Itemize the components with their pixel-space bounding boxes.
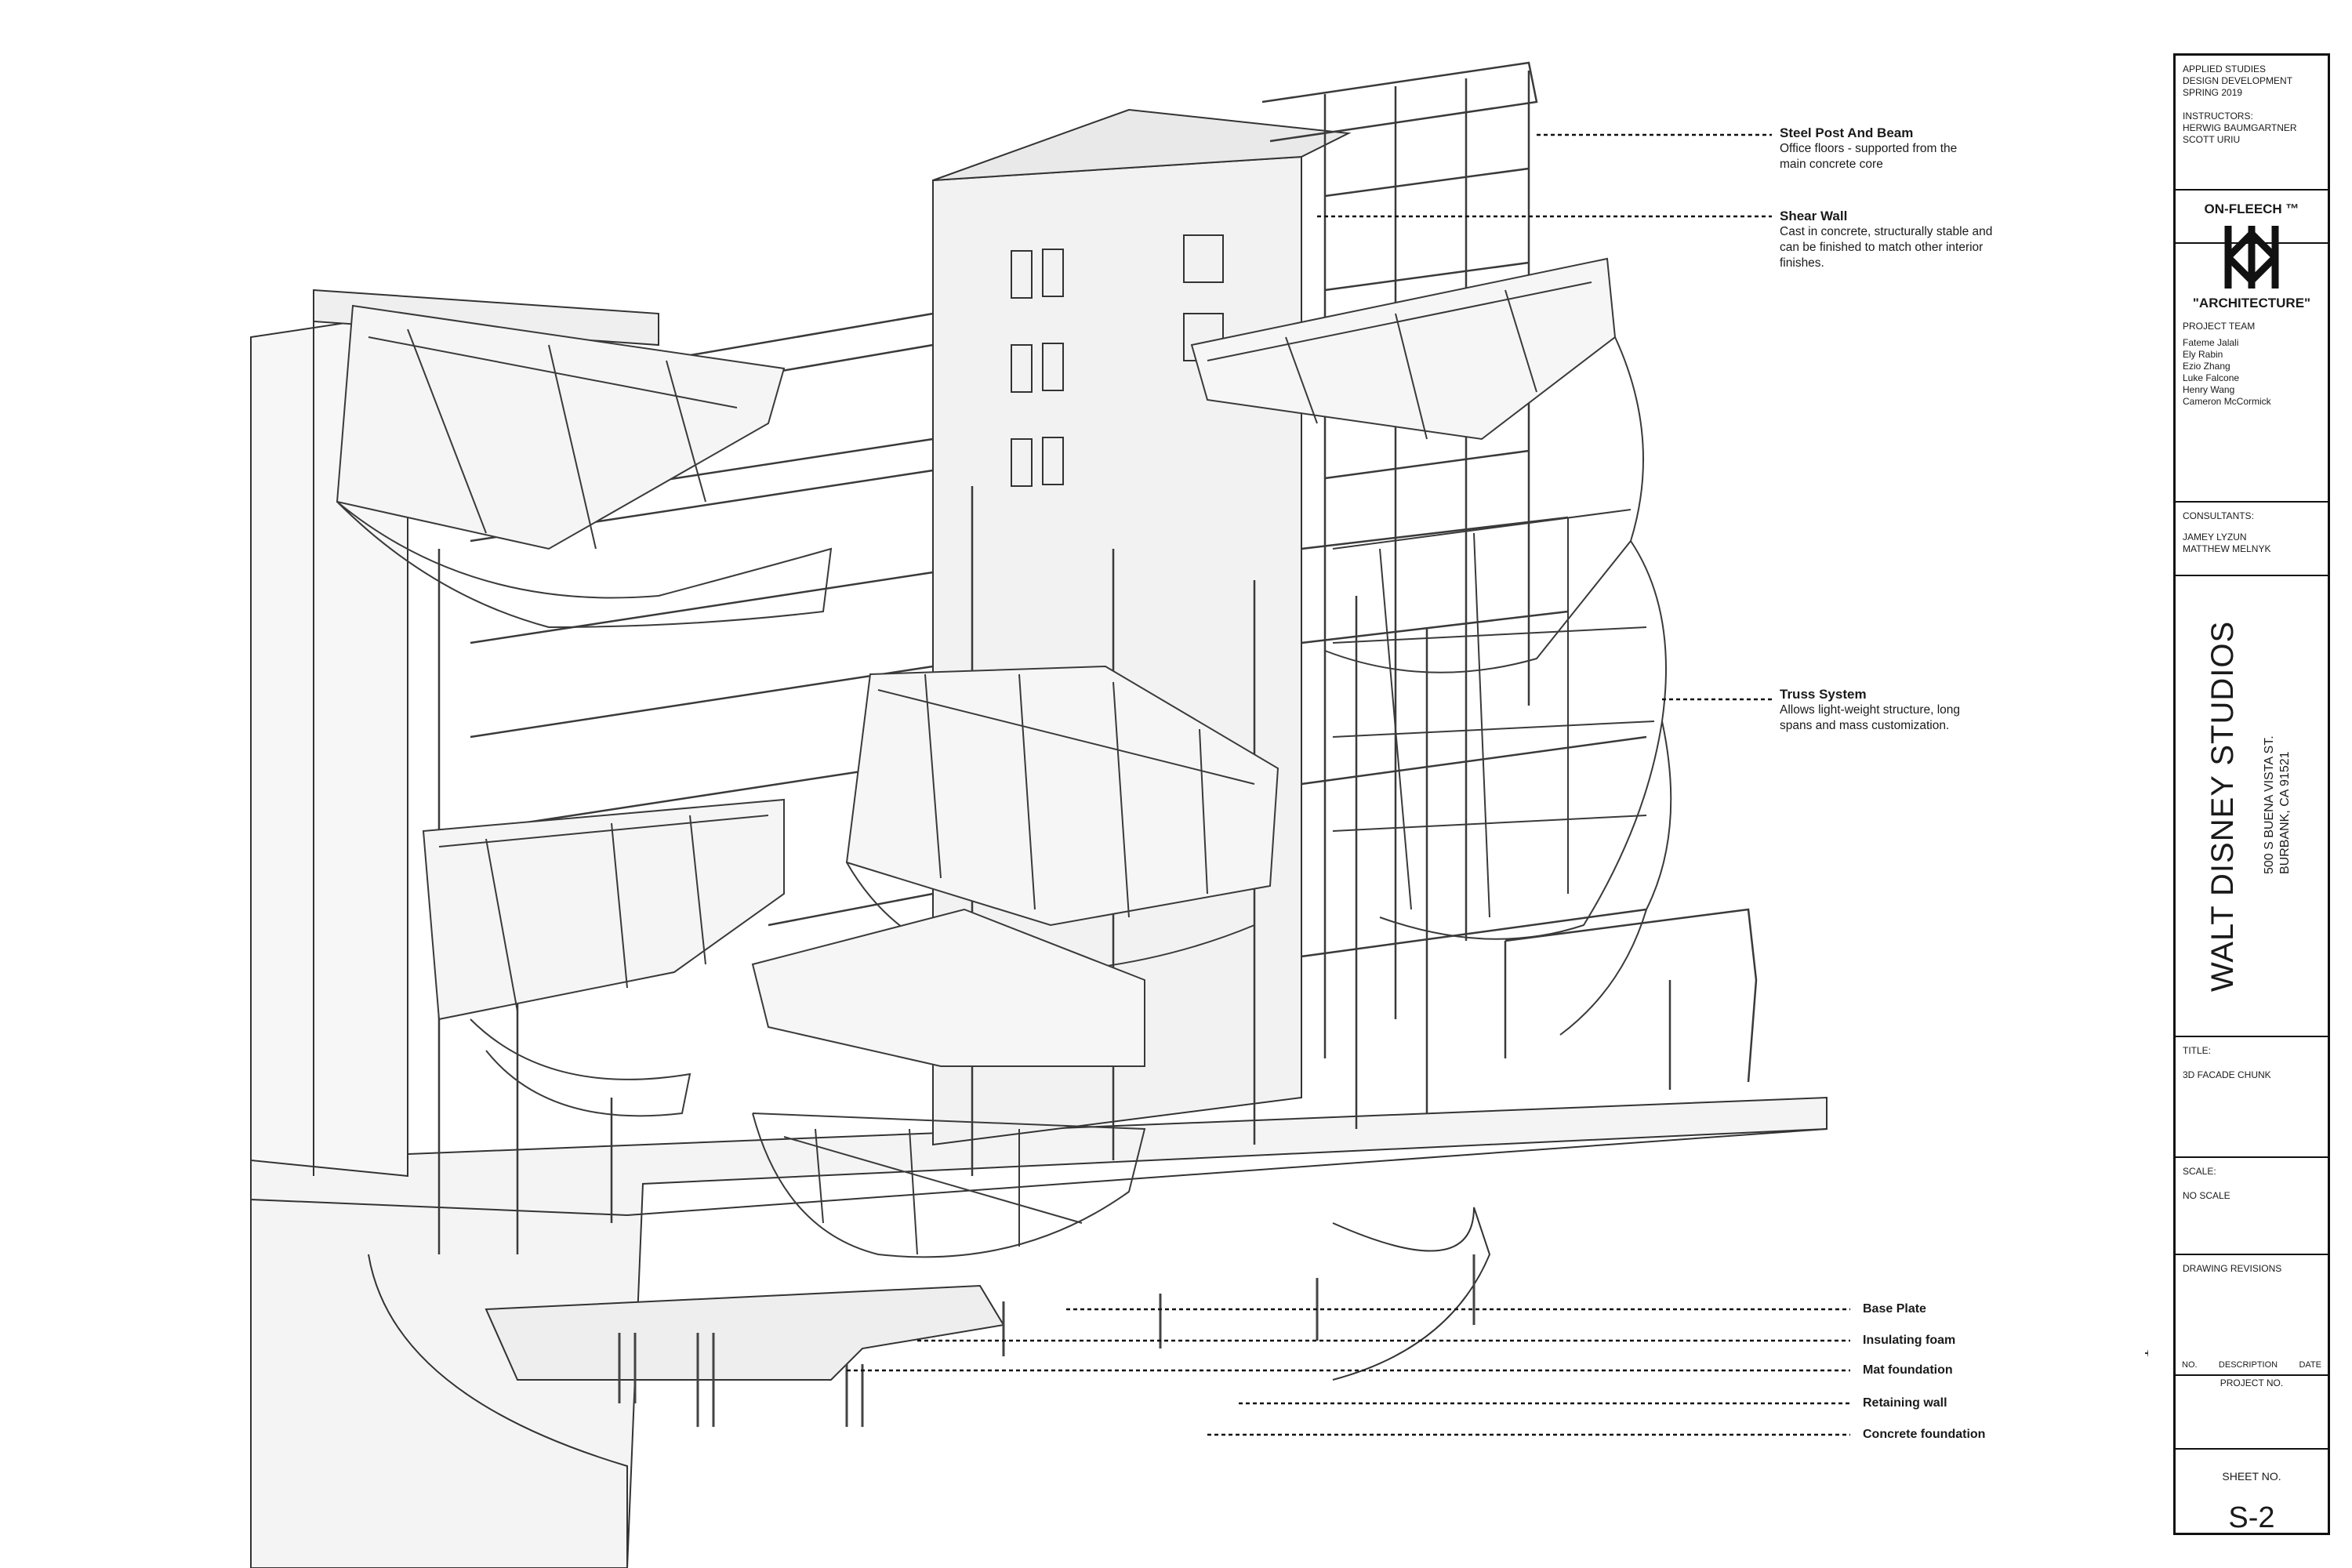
callout-shear-wall-desc: Cast in concrete, structurally stable an… [1780,225,1993,270]
sheet-number: S-2 [2228,1501,2275,1534]
instructor-name: HERWIG BAUMGARTNER [2183,122,2297,133]
course-line: SPRING 2019 [2183,87,2243,98]
note-mat-foundation: Mat foundation [1863,1363,1953,1377]
scale-label: SCALE: [2183,1166,2216,1177]
revisions-label: DRAWING REVISIONS [2183,1263,2282,1274]
project-name: WALT DISNEY STUDIOS [2205,620,2240,992]
scale-section: SCALE: NO SCALE [2176,1158,2328,1252]
project-team-label: PROJECT TEAM [2183,321,2256,332]
sheet-no-section: SHEET NO. S-2 [2176,1450,2328,1536]
team-member: Ely Rabin [2183,349,2223,360]
project-team-list: Fateme Jalali Ely Rabin Ezio Zhang Luke … [2176,332,2328,408]
title-block: APPLIED STUDIES DESIGN DEVELOPMENT SPRIN… [2173,53,2330,1535]
revisions-header: NO. DESCRIPTION DATE [2182,1360,2321,1370]
logo-section: ON-FLEECH ™ "ARCHITECTURE" PROJECT TEAM … [2176,195,2328,407]
instructor-name: SCOTT URIU [2183,134,2241,145]
firm-tagline: "ARCHITECTURE" [2192,296,2311,310]
rev-no-header: NO. [2182,1360,2198,1370]
project-no-section: PROJECT NO. [2176,1376,2328,1454]
instructors-label: INSTRUCTORS: [2183,111,2253,122]
base-slab [250,1096,1828,1568]
callout-steel-post-beam-title: Steel Post And Beam [1780,125,1914,140]
team-member: Luke Falcone [2183,372,2240,383]
team-member: Ezio Zhang [2183,361,2230,372]
revisions-section: DRAWING REVISIONS [2176,1255,2328,1365]
firm-logo-icon [2224,226,2279,289]
course-line: APPLIED STUDIES [2183,64,2267,74]
foundation-piers [618,1254,1475,1427]
team-member: Fateme Jalali [2183,337,2239,348]
truss-pods [336,257,1672,1258]
consultant-name: JAMEY LYZUN [2183,532,2247,543]
note-retaining-wall: Retaining wall [1863,1396,1947,1410]
project-no-label: PROJECT NO. [2220,1377,2284,1388]
callout-steel-post-beam-desc: Office floors - supported from the main … [1780,142,1958,171]
title-label: TITLE: [2183,1045,2212,1056]
rev-description-header: DESCRIPTION [2218,1360,2278,1370]
course-line: DESIGN DEVELOPMENT [2183,75,2293,86]
callout-shear-wall-title: Shear Wall [1780,209,1848,223]
firm-name: ON-FLEECH ™ [2204,201,2299,216]
consultants-label: CONSULTANTS: [2183,510,2254,521]
title-value: 3D FACADE CHUNK [2183,1069,2271,1080]
consultants-section: CONSULTANTS: JAMEY LYZUN MATTHEW MELNYK [2176,503,2328,573]
team-member: Henry Wang [2183,384,2235,395]
course-info: APPLIED STUDIES DESIGN DEVELOPMENT SPRIN… [2176,56,2328,189]
rev-date-header: DATE [2299,1360,2321,1370]
project-name-section: WALT DISNEY STUDIOS 500 S BUENA VISTA ST… [2176,576,2328,1035]
title-section: TITLE: 3D FACADE CHUNK [2176,1037,2328,1155]
project-address-line2: BURBANK, CA 91521 [2278,751,2292,874]
project-address-line1: 500 S BUENA VISTA ST. [2263,735,2276,874]
callout-truss-system-desc: Allows light-weight structure, long span… [1780,703,1961,732]
note-concrete-foundation: Concrete foundation [1863,1428,1986,1441]
note-base-plate: Base Plate [1863,1302,1926,1316]
team-member: Cameron McCormick [2183,396,2271,407]
callout-truss-system-title: Truss System [1780,687,1867,702]
axonometric-structure-drawing [250,61,2148,1568]
note-insulating-foam: Insulating foam [1863,1334,1956,1347]
sheet-no-label: SHEET NO. [2222,1470,2281,1483]
leader-lines [847,133,1850,1436]
consultant-name: MATTHEW MELNYK [2183,543,2271,554]
left-concrete-core [250,289,659,1178]
scale-value: NO SCALE [2183,1190,2230,1201]
